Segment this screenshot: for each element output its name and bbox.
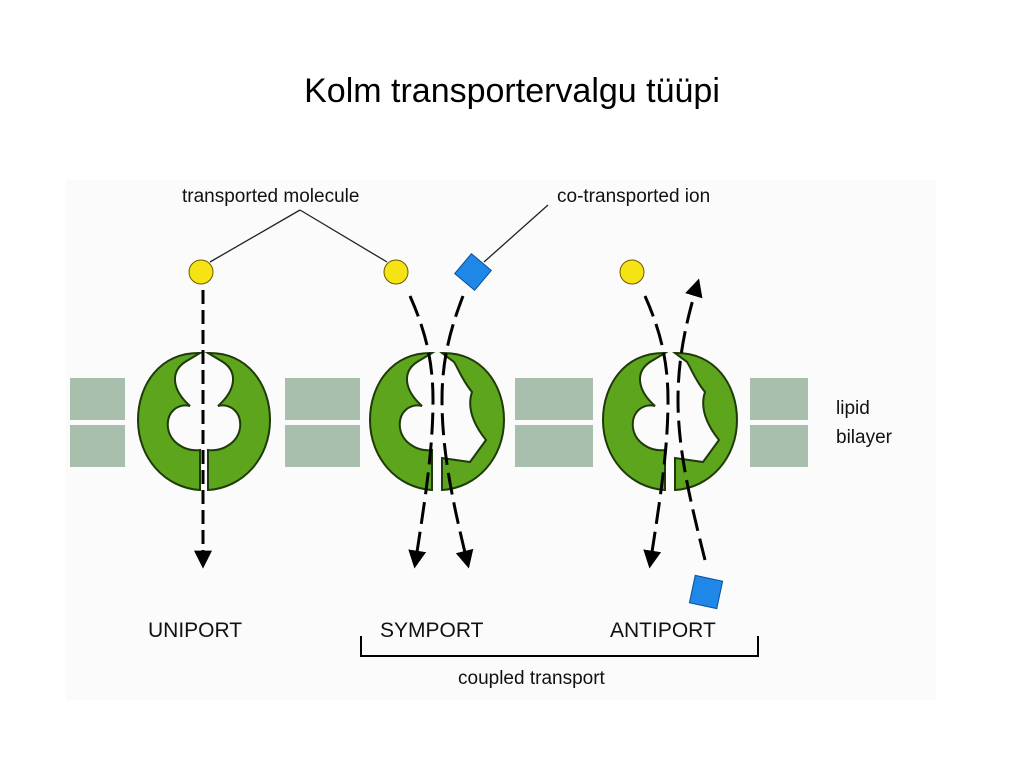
- coupled-transport-label: coupled transport: [458, 668, 606, 689]
- uniport-label: UNIPORT: [148, 619, 242, 642]
- symport-molecule-arrow: [408, 295, 435, 569]
- coupled-transport-bracket: [360, 636, 759, 657]
- transported-molecule-icon: [188, 259, 214, 285]
- lipid-label: lipid: [836, 398, 870, 419]
- antiport-molecule-arrow: [643, 295, 670, 569]
- antiport-protein: [601, 351, 739, 492]
- membrane-segment: [515, 378, 593, 420]
- uniport-protein: [136, 351, 272, 492]
- transported-molecule-icon: [383, 259, 409, 285]
- transported-molecule-icon: [619, 259, 645, 285]
- membrane-segment: [750, 425, 808, 467]
- membrane-segment: [70, 378, 125, 420]
- membrane-segment: [515, 425, 593, 467]
- membrane-segment: [285, 425, 360, 467]
- co-transported-ion-icon: [688, 574, 724, 610]
- co-transported-ion-label: co-transported ion: [557, 186, 710, 207]
- transported-molecule-label: transported molecule: [182, 186, 359, 207]
- bilayer-label: bilayer: [836, 427, 893, 448]
- lipid-bilayer: [70, 378, 808, 467]
- co-transported-ion-icon: [453, 252, 493, 292]
- label-leader-lines: [209, 204, 549, 263]
- antiport-ion-arrow: [676, 278, 707, 561]
- symport-ion-arrow: [440, 295, 474, 569]
- antiport-label: ANTIPORT: [610, 619, 716, 642]
- symport-label: SYMPORT: [380, 619, 484, 642]
- slide-title: Kolm transportervalgu tüüpi: [304, 72, 720, 110]
- membrane-segment: [70, 425, 125, 467]
- membrane-segment: [750, 378, 808, 420]
- symport-protein: [368, 351, 506, 492]
- membrane-segment: [285, 378, 360, 420]
